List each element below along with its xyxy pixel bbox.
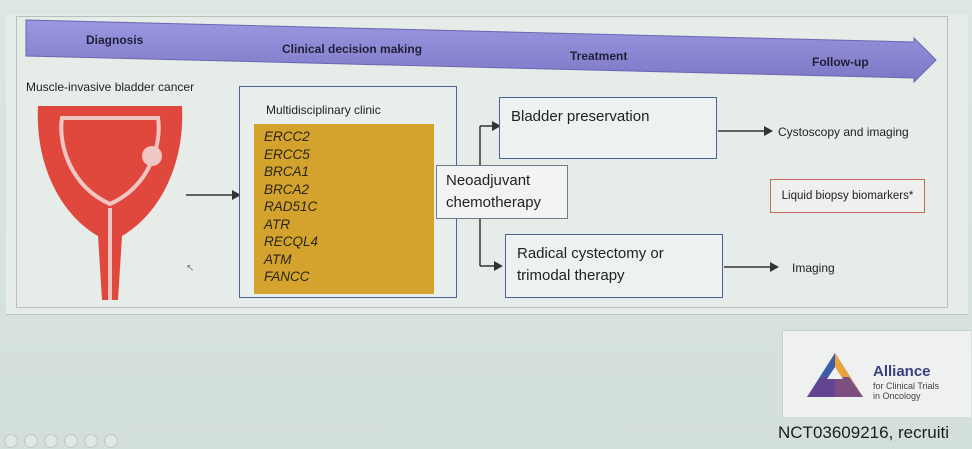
alliance-logo-card: Alliance for Clinical Trials in Oncology [782, 330, 971, 417]
neoadjuvant-line-1: Neoadjuvant [446, 172, 531, 189]
logo-tagline-line-2: in Oncology [873, 391, 921, 401]
alliance-logo-icon [807, 353, 863, 397]
figure-panel [16, 16, 948, 308]
slides-icon[interactable] [44, 434, 58, 448]
pen-icon[interactable] [24, 434, 38, 448]
neoadjuvant-chemotherapy-box: Neoadjuvant chemotherapy [436, 165, 568, 219]
stage-diagnosis: Diagnosis [86, 33, 144, 47]
gene-panel: ERCC2 ERCC5 BRCA1 BRCA2 RAD51C ATR RECQL… [254, 124, 434, 294]
clinic-title: Multidisciplinary clinic [266, 103, 381, 117]
stage-follow-up: Follow-up [812, 55, 869, 69]
stage-treatment: Treatment [570, 49, 628, 63]
followup-imaging: Imaging [792, 261, 835, 275]
logo-tagline: for Clinical Trials in Oncology [873, 381, 939, 401]
gene-item: BRCA1 [264, 164, 310, 179]
arrow-to-imaging [724, 262, 779, 272]
followup-cystoscopy: Cystoscopy and imaging [778, 125, 909, 139]
bladder-illustration [37, 106, 183, 300]
presenter-toolbar [4, 434, 118, 448]
neoadjuvant-line-2: chemotherapy [446, 194, 542, 211]
bladder-preservation-label: Bladder preservation [511, 108, 650, 125]
gene-item: ERCC2 [264, 129, 310, 144]
more-icon[interactable] [104, 434, 118, 448]
radical-line-1: Radical cystectomy or [517, 245, 664, 262]
liquid-biopsy-box: Liquid biopsy biomarkers* [770, 179, 925, 213]
mouse-cursor-icon: ↖ [186, 263, 195, 274]
logo-name: Alliance [873, 363, 931, 380]
radical-line-2: trimodal therapy [517, 267, 625, 284]
gene-item: RECQL4 [264, 234, 319, 249]
gene-item: ATM [264, 251, 292, 267]
arrow-to-cystoscopy [718, 126, 773, 136]
diagnosis-label: Muscle-invasive bladder cancer [26, 80, 195, 94]
stage-clinical-decision: Clinical decision making [282, 42, 423, 56]
radical-cystectomy-box: Radical cystectomy or trimodal therapy [505, 234, 723, 298]
branch-connector [479, 121, 503, 271]
gene-item: BRCA2 [264, 181, 310, 197]
timeline-arrow [25, 19, 937, 84]
prev-slide-icon[interactable] [4, 434, 18, 448]
logo-tagline-line-1: for Clinical Trials [873, 381, 940, 391]
gene-list: ERCC2 ERCC5 BRCA1 BRCA2 RAD51C ATR RECQL… [254, 124, 434, 286]
arrow-to-clinic [186, 190, 241, 200]
gene-item: FANCC [264, 269, 310, 284]
screen-icon[interactable] [84, 434, 98, 448]
gene-item: ERCC5 [264, 146, 310, 162]
zoom-icon[interactable] [64, 434, 78, 448]
gene-item: ATR [264, 216, 290, 232]
trial-id-text: NCT03609216, recruiti [778, 423, 950, 442]
bladder-preservation-box: Bladder preservation [499, 97, 717, 159]
gene-item: RAD51C [264, 199, 318, 214]
